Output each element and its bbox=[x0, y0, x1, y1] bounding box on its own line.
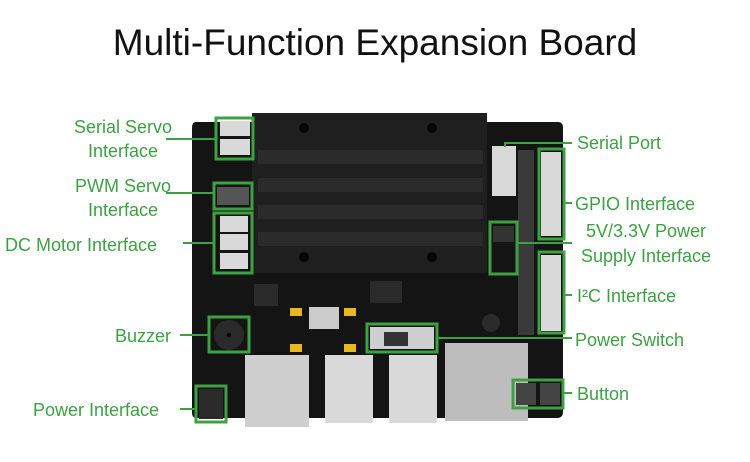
label-i2c: I²C Interface bbox=[577, 286, 677, 306]
switch-slider bbox=[384, 332, 408, 346]
label-serial-port: Serial Port bbox=[577, 133, 662, 153]
heatsink-fins bbox=[258, 150, 483, 246]
page-title: Multi-Function Expansion Board bbox=[112, 22, 638, 63]
power-jack bbox=[199, 389, 223, 419]
label-text: Serial Servo bbox=[73, 117, 173, 137]
inductor bbox=[309, 307, 339, 329]
label-dc-motor: DC Motor Interface bbox=[5, 235, 158, 255]
label-text: 5V/3.3V Power bbox=[585, 221, 707, 241]
capacitor bbox=[482, 314, 500, 332]
connectors bbox=[220, 121, 561, 427]
label-text: Interface bbox=[87, 141, 159, 161]
leader-lines bbox=[166, 138, 572, 410]
label-text: Supply Interface bbox=[580, 246, 712, 266]
push-button-1 bbox=[516, 383, 536, 405]
label-buzzer: Buzzer bbox=[115, 326, 172, 346]
label-power-interface: Power Interface bbox=[33, 400, 160, 420]
chip bbox=[254, 284, 278, 306]
label-power-switch: Power Switch bbox=[575, 330, 685, 350]
label-text: PWM Servo bbox=[74, 176, 171, 196]
heatsink bbox=[252, 113, 487, 273]
label-button: Button bbox=[577, 384, 630, 404]
power-header bbox=[493, 226, 514, 242]
highlight-boxes bbox=[194, 116, 566, 424]
chip bbox=[370, 281, 402, 303]
gold-pads bbox=[290, 308, 356, 352]
mounting-holes bbox=[299, 123, 437, 262]
label-gpio: GPIO Interface bbox=[575, 194, 696, 214]
push-button-2 bbox=[540, 383, 560, 405]
pwm-header bbox=[217, 187, 249, 205]
label-text: Interface bbox=[87, 200, 159, 220]
